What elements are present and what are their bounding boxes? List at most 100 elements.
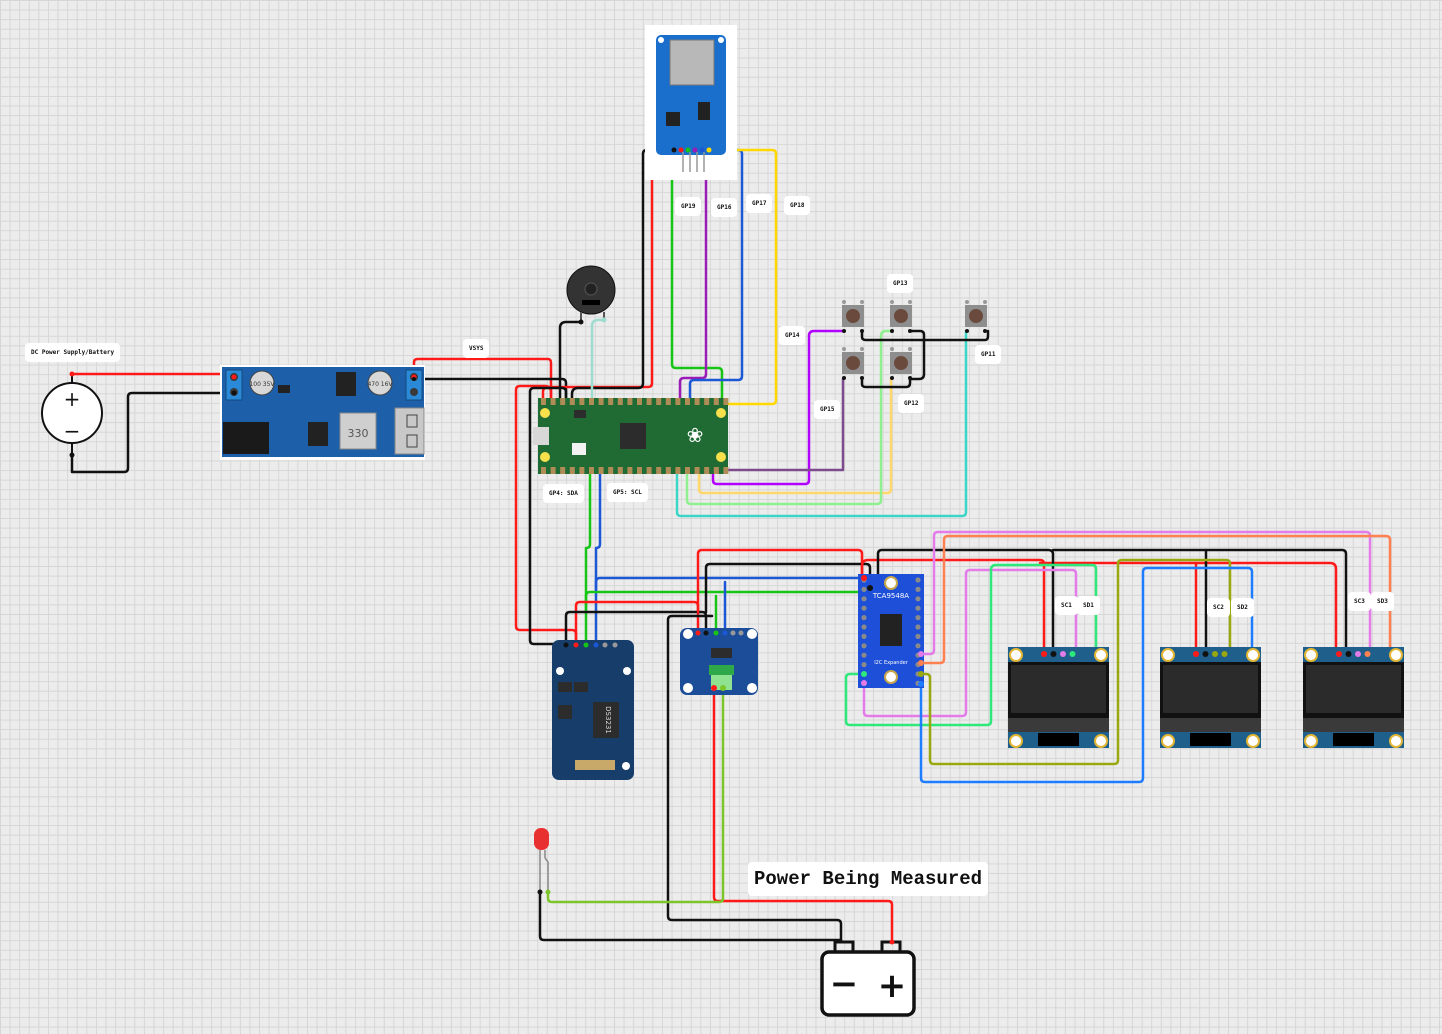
push-button[interactable] bbox=[890, 347, 912, 380]
wire-buzzer-signal[interactable] bbox=[590, 318, 606, 406]
ina219-module[interactable] bbox=[680, 628, 758, 695]
tca-left-pin[interactable] bbox=[861, 633, 867, 640]
wire-gp14[interactable] bbox=[711, 329, 845, 486]
oled-pin[interactable] bbox=[1069, 651, 1076, 657]
oled-pin[interactable] bbox=[1060, 651, 1066, 657]
tca-right-pin[interactable] bbox=[915, 624, 921, 630]
wire-ina-vcc-tca[interactable] bbox=[696, 548, 864, 614]
tca-right-pin[interactable] bbox=[915, 586, 921, 593]
wire-gp12[interactable] bbox=[697, 377, 893, 495]
pico-pin[interactable] bbox=[637, 467, 642, 474]
pico-pin[interactable] bbox=[541, 467, 546, 474]
wire-gp4-sda[interactable] bbox=[584, 468, 592, 642]
tca-right-pin[interactable] bbox=[915, 577, 921, 583]
wire-gnd-rail[interactable] bbox=[528, 386, 568, 646]
tca-right-pin[interactable] bbox=[915, 605, 921, 611]
tca-left-pin[interactable] bbox=[861, 643, 867, 649]
tca-left-pin[interactable] bbox=[861, 624, 867, 630]
pico-pin[interactable] bbox=[569, 398, 575, 405]
pico-pin[interactable] bbox=[694, 467, 700, 474]
sd-card-module[interactable] bbox=[645, 25, 737, 180]
pico-pin[interactable] bbox=[579, 467, 585, 474]
oled-pin[interactable] bbox=[1336, 651, 1342, 657]
pico-pin[interactable] bbox=[685, 467, 690, 474]
wire-gp11[interactable] bbox=[675, 329, 968, 518]
tca-left-pin[interactable] bbox=[861, 586, 867, 593]
pico-pin[interactable] bbox=[713, 398, 719, 405]
pico-pin[interactable] bbox=[589, 467, 594, 474]
pico-pin[interactable] bbox=[665, 398, 671, 405]
wire-oled-gnd-bus[interactable] bbox=[1051, 548, 1348, 656]
oled-pin[interactable] bbox=[1193, 651, 1199, 657]
pico-pin[interactable] bbox=[589, 398, 594, 405]
wire-ina-gnd-tca[interactable] bbox=[704, 562, 872, 614]
oled-pin[interactable] bbox=[1041, 651, 1047, 657]
rtc-ds3231-module[interactable]: DS3231 bbox=[552, 640, 634, 780]
oled-pin[interactable] bbox=[1212, 651, 1218, 657]
battery[interactable]: − + bbox=[820, 939, 916, 1017]
pico-pin[interactable] bbox=[656, 398, 662, 405]
wire-rtc-vcc-ina[interactable] bbox=[574, 600, 700, 647]
pico-pin[interactable] bbox=[685, 398, 690, 405]
pico-pin[interactable] bbox=[723, 467, 729, 474]
oled-display-1[interactable] bbox=[1008, 647, 1109, 748]
tca-left-pin[interactable] bbox=[861, 605, 867, 611]
oled-display-2[interactable] bbox=[1160, 647, 1261, 748]
pico-pin[interactable] bbox=[579, 398, 585, 405]
tca-right-pin[interactable] bbox=[915, 615, 921, 621]
raspberry-pi-pico[interactable]: ❀ bbox=[533, 398, 729, 474]
dc-power-source[interactable]: + − bbox=[41, 371, 103, 458]
pico-pin[interactable] bbox=[704, 467, 710, 474]
pico-pin[interactable] bbox=[656, 467, 662, 474]
pico-pin[interactable] bbox=[627, 467, 633, 474]
wire-gnd-to-battery[interactable] bbox=[666, 614, 843, 944]
pico-pin[interactable] bbox=[675, 467, 681, 474]
tca-right-pin[interactable] bbox=[915, 596, 921, 602]
wire-ina-vin-plus[interactable] bbox=[712, 686, 894, 944]
pico-pin[interactable] bbox=[675, 398, 681, 405]
pico-pin[interactable] bbox=[723, 398, 729, 405]
tca-left-pin[interactable] bbox=[861, 615, 867, 621]
tca9548a-i2c-expander[interactable]: TCA9548A I2C Expander bbox=[858, 574, 924, 688]
wire-buttons-gnd-1[interactable] bbox=[860, 329, 990, 342]
wire-buck-gnd[interactable] bbox=[412, 377, 568, 402]
wire-led-gnd[interactable] bbox=[538, 890, 843, 942]
wire-buttons-gnd-2[interactable] bbox=[908, 329, 926, 381]
wire-gp5-scl[interactable] bbox=[594, 468, 602, 642]
wire-sda-bus[interactable] bbox=[584, 590, 866, 612]
wire-scl-bus[interactable] bbox=[594, 576, 866, 592]
pico-pin[interactable] bbox=[627, 398, 633, 405]
wire-gp17[interactable] bbox=[688, 148, 744, 406]
wire-ina-vin-minus[interactable] bbox=[546, 686, 725, 904]
push-button[interactable] bbox=[842, 347, 864, 380]
wire-sc3[interactable] bbox=[919, 530, 1372, 656]
wire-sc1[interactable] bbox=[862, 568, 1078, 718]
wire-gp15[interactable] bbox=[722, 377, 845, 472]
pico-pin[interactable] bbox=[608, 398, 614, 405]
pico-pin[interactable] bbox=[560, 467, 566, 474]
oled-pin[interactable] bbox=[1050, 651, 1057, 657]
pico-pin[interactable] bbox=[550, 398, 556, 405]
pico-pin[interactable] bbox=[598, 398, 604, 405]
push-button[interactable] bbox=[890, 300, 912, 333]
tca-left-pin[interactable] bbox=[861, 662, 867, 668]
pico-pin[interactable] bbox=[541, 398, 546, 405]
buzzer[interactable] bbox=[566, 265, 616, 325]
pico-pin[interactable] bbox=[694, 398, 700, 405]
pico-pin[interactable] bbox=[598, 467, 604, 474]
wire-3v3-rail[interactable] bbox=[514, 384, 578, 647]
oled-pin[interactable] bbox=[1355, 651, 1361, 657]
wire-gp16[interactable] bbox=[678, 148, 708, 406]
oled-pin[interactable] bbox=[1364, 651, 1371, 657]
wire-rtc-gnd-ina[interactable] bbox=[564, 610, 708, 646]
oled-pin[interactable] bbox=[1202, 651, 1209, 657]
pico-pin[interactable] bbox=[665, 467, 671, 474]
wire-buzzer-gnd[interactable] bbox=[558, 320, 583, 402]
wire-pico-gnd-sd[interactable] bbox=[570, 148, 674, 402]
wire-gp13[interactable] bbox=[685, 329, 893, 506]
wire-gp19[interactable] bbox=[670, 148, 724, 406]
pico-pin[interactable] bbox=[637, 398, 642, 405]
pico-pin[interactable] bbox=[704, 398, 710, 405]
pico-pin[interactable] bbox=[560, 398, 566, 405]
pico-pin[interactable] bbox=[617, 398, 623, 405]
